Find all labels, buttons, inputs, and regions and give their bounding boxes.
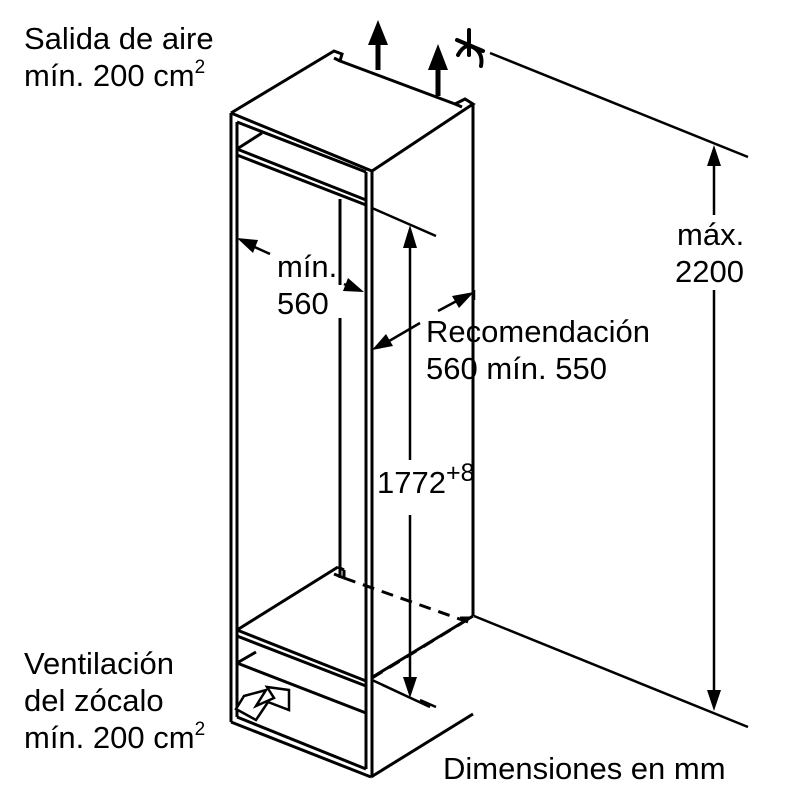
plinth-ventilation-label: Ventilación del zócalo mín. 200 cm2	[24, 645, 205, 761]
height-tolerance: +8	[445, 459, 475, 487]
arrowhead-up	[707, 145, 721, 166]
arrowhead	[343, 278, 364, 292]
max-height-line2: 2200	[675, 254, 744, 289]
arrowhead-up	[403, 225, 417, 248]
niche-depth-line1: Recomendación	[426, 314, 651, 349]
niche-top	[230, 49, 476, 173]
plinth-ventilation-line2: del zócalo	[24, 683, 164, 718]
niche-height-label: 1772+8	[377, 459, 475, 500]
niche-interior	[236, 199, 471, 680]
niche-width-label: mín. 560	[277, 248, 337, 322]
power-socket-icon	[455, 28, 485, 68]
arrowhead	[237, 238, 258, 253]
air-outlet-line1: Salida de aire	[24, 21, 214, 56]
hollow-right-arrow-icon	[234, 685, 291, 722]
plinth-ventilation-line3: mín. 200 cm2	[24, 719, 206, 755]
max-height-line1: máx.	[677, 217, 745, 252]
air-outlet-line2: mín. 200 cm2	[24, 57, 206, 93]
arrowhead-down	[707, 690, 721, 711]
height-2200-dimension	[473, 51, 749, 729]
arrowhead-down	[403, 677, 417, 698]
plinth-ventilation-line1: Ventilación	[24, 646, 174, 681]
niche-front-frame	[229, 113, 474, 779]
niche-depth-line2: 560 mín. 550	[426, 351, 607, 386]
arrowhead	[372, 334, 393, 350]
units-note: Dimensiones en mm	[443, 751, 726, 786]
niche-width-line1: mín.	[277, 249, 338, 284]
arrowhead	[452, 292, 474, 308]
niche-width-line2: 560	[277, 286, 329, 321]
niche-right-side	[370, 104, 475, 680]
height-1772-dimension	[371, 206, 437, 709]
niche-depth-label: Recomendación 560 mín. 550	[426, 313, 650, 387]
air-outlet-label: Salida de aire mín. 200 cm2	[24, 20, 214, 99]
up-arrow-icon	[368, 20, 448, 96]
max-height-label: máx. 2200	[675, 216, 744, 290]
